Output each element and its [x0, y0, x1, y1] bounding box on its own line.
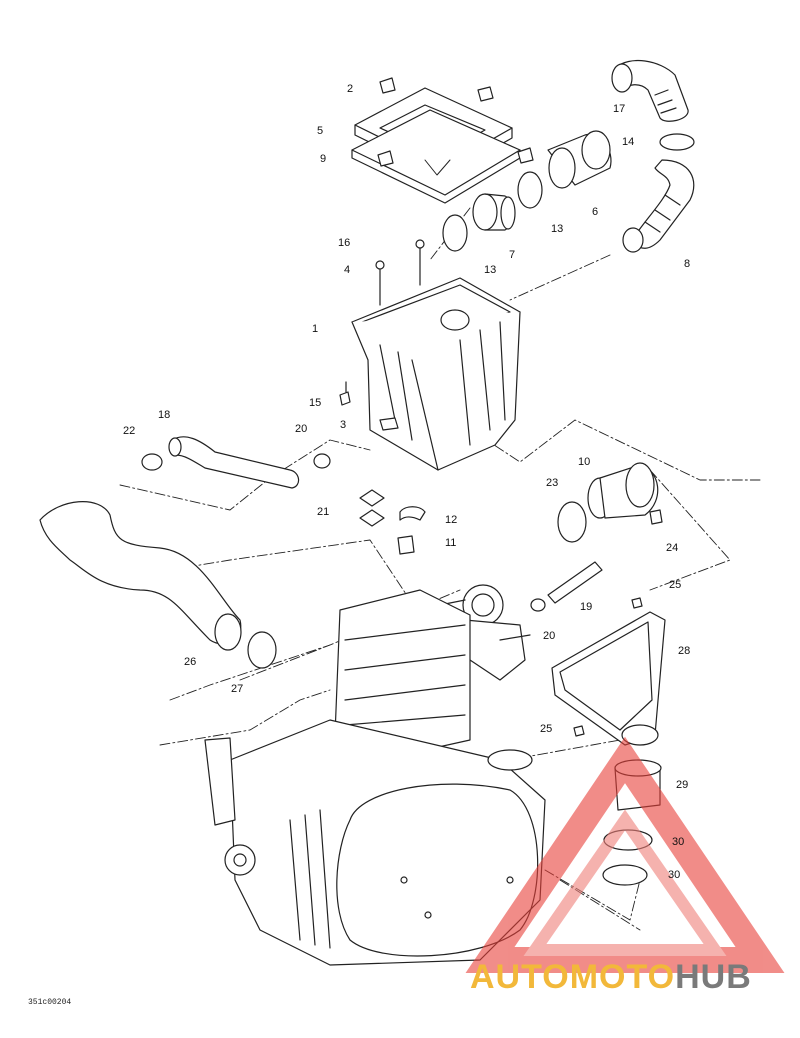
washer-21-upper: [359, 489, 385, 507]
callout-27: 27: [231, 683, 244, 695]
intake-duct-8: [622, 159, 695, 253]
watermark-moto: MOTO: [569, 958, 676, 996]
callout-22: 22: [123, 425, 136, 437]
callout-3: 3: [340, 419, 347, 431]
callout-4: 4: [344, 264, 351, 276]
washer-21-lower: [359, 509, 385, 527]
clip-2-right: [477, 86, 494, 102]
callout-20-lower: 20: [543, 630, 556, 642]
clamp-14: [659, 133, 695, 151]
callout-20-upper: 20: [295, 423, 308, 435]
spacer-11: [397, 535, 415, 555]
clip-2-left: [379, 77, 396, 94]
callout-26: 26: [184, 656, 197, 668]
adapter-7: [472, 193, 516, 231]
clamp-30-lower: [602, 864, 648, 886]
clamp-22: [141, 453, 163, 471]
drawing-code: 351c00204: [28, 998, 72, 1007]
callout-18: 18: [158, 409, 171, 421]
airbox-1: [351, 277, 521, 471]
watermark-auto: AUTO: [470, 958, 570, 996]
clamp-20-lower: [530, 598, 546, 612]
clamp-27: [247, 631, 277, 669]
clamp-13-lower: [442, 214, 468, 252]
callout-25-lower: 25: [540, 723, 553, 735]
screw-15: [339, 381, 351, 406]
callout-21: 21: [317, 506, 330, 518]
callout-15: 15: [309, 397, 322, 409]
carburetor: [439, 584, 531, 681]
callout-23: 23: [546, 477, 559, 489]
intake-tube-26: [39, 501, 242, 651]
clip-2-front: [517, 147, 534, 164]
carburetor-adapter-10: [587, 462, 659, 519]
callout-24: 24: [666, 542, 679, 554]
elbow-duct-17: [611, 60, 689, 122]
callout-2: 2: [347, 83, 354, 95]
hose-19: [547, 561, 603, 604]
breather-hose-18: [168, 436, 300, 489]
callout-12: 12: [445, 514, 458, 526]
callout-11: 11: [445, 537, 457, 549]
studs-4: [375, 239, 425, 306]
screw-25-upper: [631, 597, 643, 609]
callout-30-upper: 30: [672, 836, 685, 848]
screw-25-lower: [573, 725, 585, 737]
clip-2-rear: [377, 150, 394, 167]
clamp-20-upper: [313, 453, 331, 469]
callout-8: 8: [684, 258, 691, 270]
callout-13-upper: 13: [551, 223, 564, 235]
engine: [204, 589, 546, 966]
callout-30-lower: 30: [668, 869, 681, 881]
callout-1: 1: [312, 323, 319, 335]
callout-14: 14: [622, 136, 635, 148]
callout-17: 17: [613, 103, 626, 115]
watermark-hub: HUB: [675, 958, 752, 996]
duct-housing-28: [551, 611, 666, 746]
clamp-13-upper: [517, 171, 543, 209]
callout-6: 6: [592, 206, 599, 218]
callout-5: 5: [317, 125, 324, 137]
plug-24: [649, 509, 663, 525]
callout-13-lower: 13: [484, 264, 497, 276]
sleeve-6: [547, 130, 612, 189]
callout-7: 7: [509, 249, 516, 261]
callout-9: 9: [320, 153, 327, 165]
watermark-triangle: [465, 736, 785, 973]
callout-28: 28: [678, 645, 691, 657]
watermark-logo: AUTOMOTOHUB: [470, 958, 752, 997]
callout-10: 10: [578, 456, 591, 468]
callout-25-upper: 25: [669, 579, 682, 591]
clamp-23: [557, 501, 587, 543]
clip-12: [399, 506, 426, 521]
callout-19: 19: [580, 601, 593, 613]
callout-16: 16: [338, 237, 351, 249]
callout-29: 29: [676, 779, 689, 791]
air-filter-9: [351, 109, 521, 204]
